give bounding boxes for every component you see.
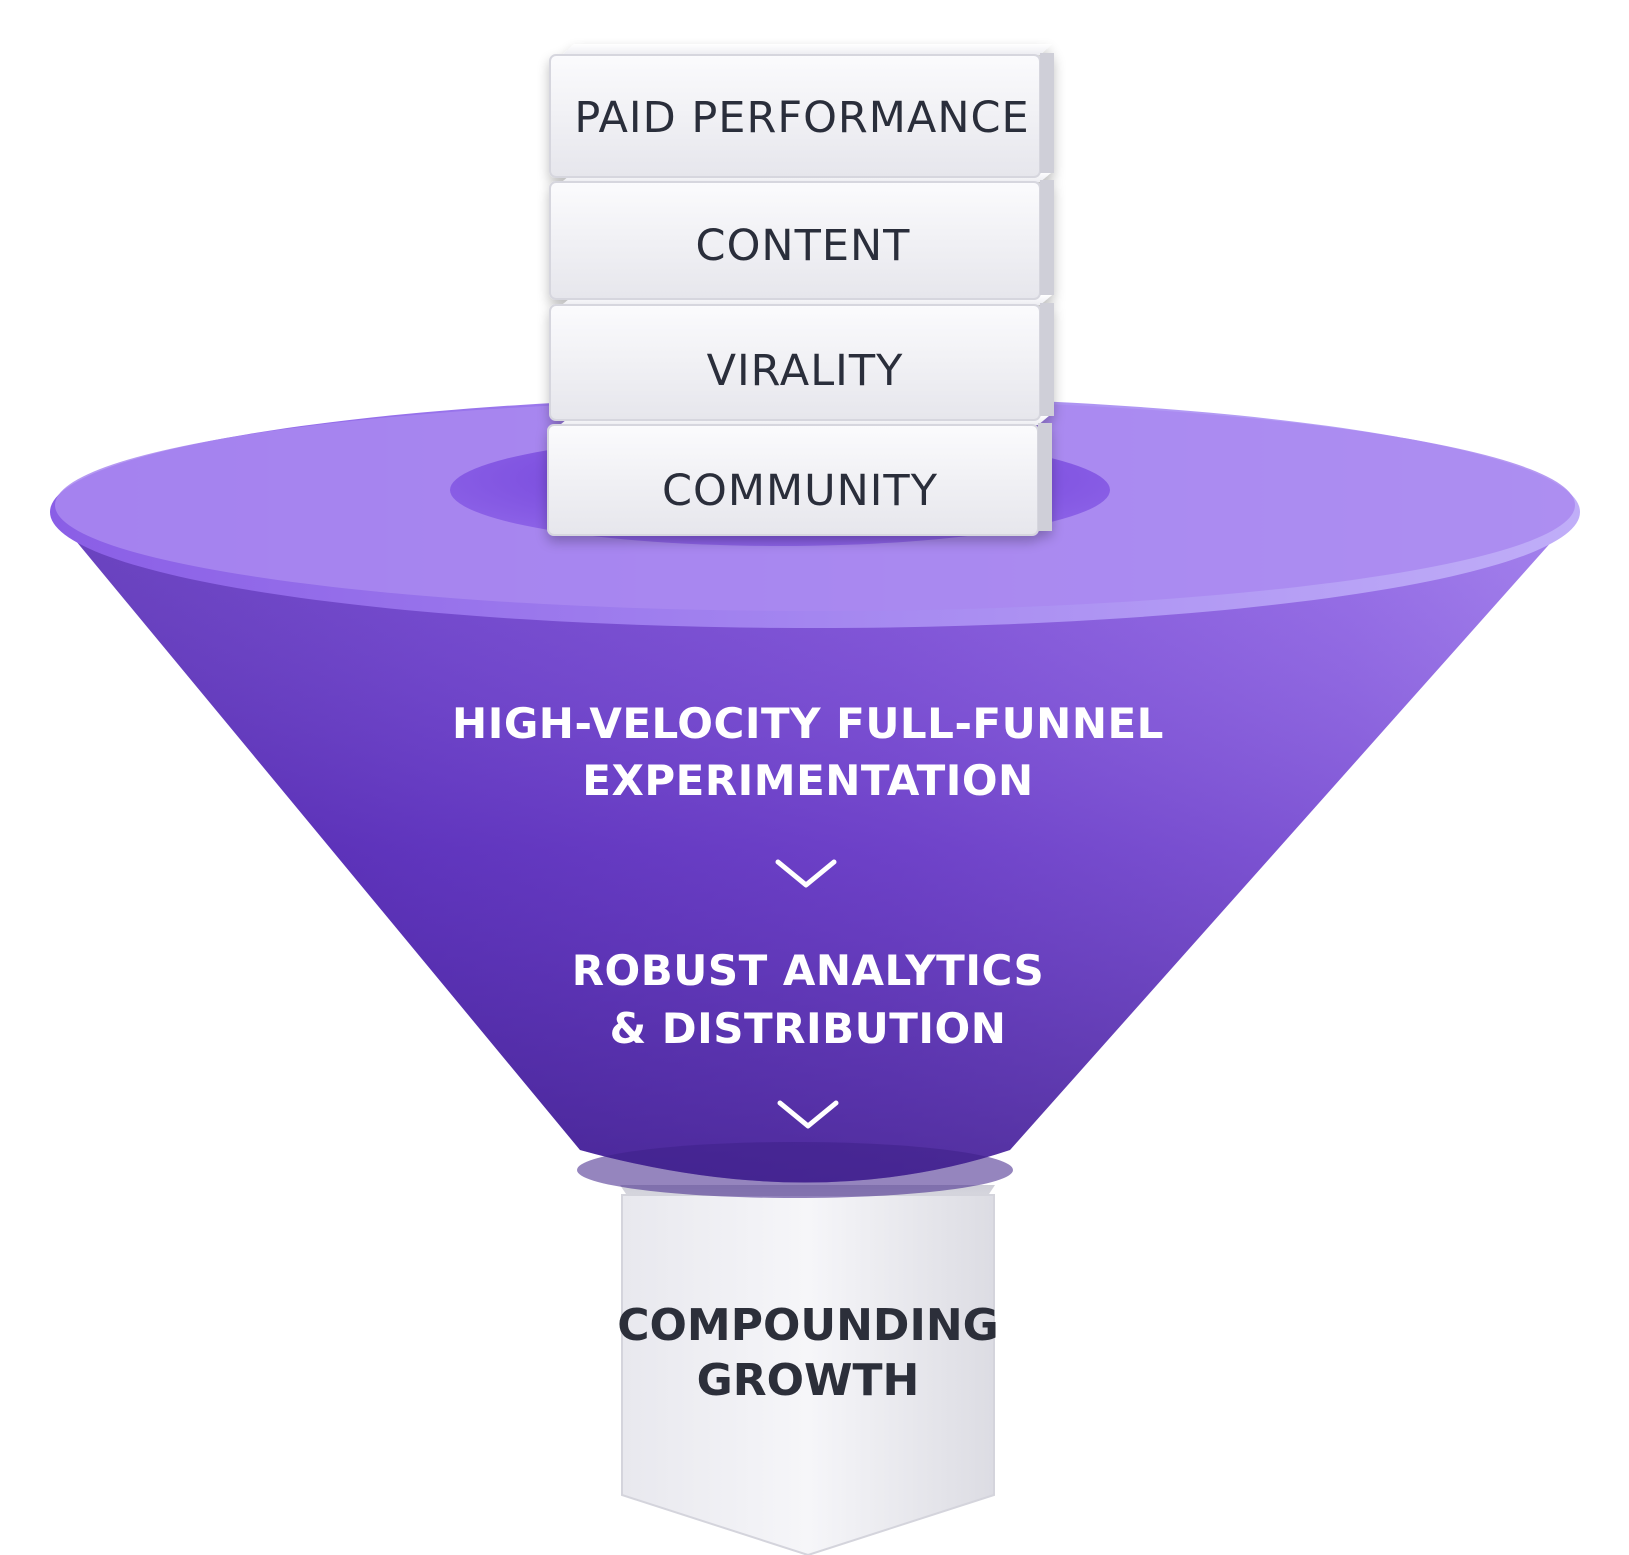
input-block-virality: VIRALITY xyxy=(549,295,1054,421)
input-block-label: CONTENT xyxy=(696,221,911,271)
funnel-bottom-rim xyxy=(577,1142,1013,1198)
funnel-stage-label-line-2: EXPERIMENTATION xyxy=(582,756,1033,805)
funnel-stage-label-line-1: HIGH-VELOCITY FULL-FUNNEL xyxy=(452,699,1164,748)
funnel-stage-label-line-2: & DISTRIBUTION xyxy=(610,1004,1007,1053)
input-block-label: VIRALITY xyxy=(707,346,904,396)
input-block-community: COMMUNITY xyxy=(547,415,1052,536)
input-block-stack: COMMUNITY VIRALITY CONTENT PAID PERFORMA… xyxy=(547,44,1054,536)
output-block-face xyxy=(621,1194,995,1555)
funnel-stage-1: HIGH-VELOCITY FULL-FUNNEL EXPERIMENTATIO… xyxy=(452,699,1164,805)
output-label-line-1: COMPOUNDING xyxy=(617,1300,999,1351)
input-block-content: CONTENT xyxy=(549,172,1054,300)
chevron-down-icon xyxy=(777,1100,839,1129)
input-block-label: PAID PERFORMANCE xyxy=(574,93,1029,143)
input-block-label: COMMUNITY xyxy=(662,466,938,516)
input-block-paid-performance: PAID PERFORMANCE xyxy=(549,44,1054,178)
funnel-stage-label-line-1: ROBUST ANALYTICS xyxy=(572,946,1045,995)
funnel-stage-2: ROBUST ANALYTICS & DISTRIBUTION xyxy=(572,946,1045,1053)
funnel-body-shade xyxy=(52,512,1578,1183)
chevron-down-icon xyxy=(775,859,837,888)
output-block: COMPOUNDING GROWTH xyxy=(617,1185,999,1555)
output-label-line-2: GROWTH xyxy=(697,1355,920,1406)
